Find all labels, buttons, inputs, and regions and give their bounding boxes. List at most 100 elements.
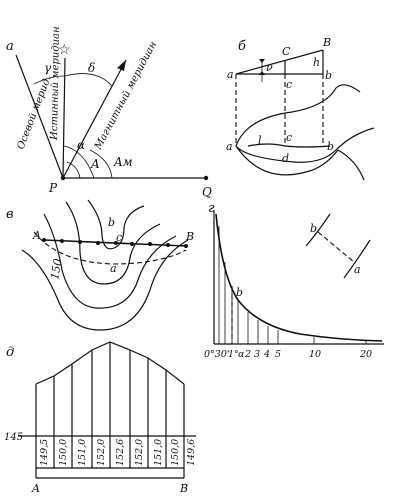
- point-p: [60, 175, 66, 181]
- g-tick-label: 3: [254, 349, 260, 360]
- delta-arc: [64, 73, 113, 87]
- contour-2: [43, 213, 177, 309]
- point-q: [203, 175, 209, 181]
- b-label-B: B: [322, 36, 331, 49]
- d-elevation-label: 152,0: [96, 439, 107, 466]
- azimuth-label: A: [90, 157, 100, 171]
- d-label-B: B: [179, 482, 188, 495]
- b-label-nu: ν: [266, 61, 273, 74]
- d-left-elevation: 145: [4, 432, 23, 443]
- b-label-a: a: [227, 68, 234, 81]
- d-elevation-label: 152,0: [134, 439, 145, 466]
- contour-3: [65, 201, 161, 285]
- gamma-label: γ: [44, 61, 52, 75]
- g-tick-label: 10: [309, 349, 321, 360]
- inset-dashed: [317, 231, 355, 263]
- contour-4: [87, 199, 145, 250]
- v-label-b: b: [108, 216, 115, 229]
- v-label-B: B: [185, 230, 194, 243]
- grid-meridian-line: [15, 54, 64, 179]
- d-label-A: A: [31, 482, 40, 495]
- contour-1: [21, 239, 189, 331]
- v-label-A: A: [32, 229, 41, 242]
- g-tick-label: 1°: [228, 349, 239, 360]
- d-elevation-label: 149,5: [39, 439, 50, 466]
- d-elevation-label: 150,0: [58, 439, 69, 466]
- g-inset-b: b: [310, 222, 317, 235]
- azimuth-arc: [66, 161, 81, 179]
- panel-v-label: в: [6, 207, 14, 222]
- magnetic-meridian-line: [62, 59, 127, 179]
- point-B: [184, 244, 188, 248]
- panel-g: г b 0°30' 1° α 2 3 4 5 10 20: [204, 201, 384, 360]
- panel-b-label: б: [238, 39, 246, 54]
- panel-v: в A B b c a 150: [6, 199, 194, 331]
- d-elevation-label: 150,0: [170, 439, 181, 466]
- panel-a-label: а: [6, 39, 14, 54]
- true-meridian-line: [62, 57, 66, 179]
- v-label-a: a: [110, 262, 117, 275]
- panel-a: а ☆ γ δ α A Aм P Q Осевой мерид. Истинны…: [6, 26, 212, 199]
- g-label-b: b: [236, 286, 243, 299]
- b-label-c: c: [286, 78, 292, 91]
- gamma-arc: [33, 75, 65, 85]
- alpha-arc: [63, 145, 95, 179]
- g-tick-label: 20: [359, 349, 372, 360]
- d-elevation-label: 152,6: [115, 439, 126, 466]
- panel-g-label: г: [208, 201, 215, 216]
- b-label-b: b: [325, 69, 332, 82]
- d-verticals: [35, 342, 185, 478]
- g-tick-label: 5: [275, 349, 281, 360]
- delta-label: δ: [88, 61, 95, 75]
- contour-mid: [235, 127, 375, 163]
- v-contour-label: 150: [48, 258, 64, 281]
- g-tick-label: 4: [263, 349, 270, 360]
- d-elevation-label: 149,6: [186, 439, 197, 466]
- contour-upper: [235, 84, 361, 147]
- b-label-d: d: [282, 152, 289, 165]
- b-label-h: h: [313, 56, 320, 69]
- star-icon: ☆: [58, 42, 71, 58]
- point-p-label: P: [48, 181, 58, 195]
- slope-line: [235, 49, 324, 75]
- g-tick-label: α: [238, 349, 245, 360]
- ab-point: [148, 242, 152, 246]
- inset-line-a: [343, 239, 371, 279]
- magnetic-azimuth-label: Aм: [113, 155, 133, 169]
- panel-d-label: д: [6, 345, 14, 360]
- d-elevation-label: 151,0: [77, 439, 88, 466]
- ab-points: [42, 238, 188, 248]
- ab-point: [166, 243, 170, 247]
- nu-arrow-down-icon: [259, 59, 265, 63]
- ab-point: [78, 240, 82, 244]
- contour-tail: [337, 149, 365, 181]
- line-ab: [247, 143, 331, 148]
- b-label-C: C: [282, 45, 291, 58]
- magnetic-meridian-label: Магнитный меридиан: [92, 40, 159, 152]
- point-q-label: Q: [202, 185, 212, 199]
- g-tick-label: 0°30': [204, 349, 230, 360]
- g-hyperbola: [215, 213, 383, 342]
- d-elevation-label: 151,0: [153, 439, 164, 466]
- g-tick-label: 2: [244, 349, 251, 360]
- nu-arrow-up-icon: [259, 71, 265, 75]
- ab-point: [114, 241, 118, 245]
- b-label-l: l: [258, 134, 262, 147]
- ab-point: [60, 239, 64, 243]
- ab-point: [96, 241, 100, 245]
- g-scale-lines: [218, 226, 367, 344]
- ab-point: [130, 242, 134, 246]
- alpha-label: α: [77, 138, 85, 152]
- panel-d: д 145 149,5 150,0 151,0 152,0 152,6 152,…: [4, 341, 197, 495]
- magnetic-arrow-icon: [117, 60, 126, 71]
- g-inset-a: a: [354, 263, 361, 276]
- contour-lower: [235, 145, 339, 176]
- panel-b: б a C B ν h b c a l c d b: [226, 36, 375, 181]
- b-label-a-low: a: [226, 140, 233, 153]
- inset-line-b: [305, 213, 331, 247]
- b-label-c-low: c: [286, 131, 292, 144]
- true-meridian-label: Истинный меридиан: [49, 26, 62, 141]
- magnetic-azimuth-arc: [89, 149, 113, 179]
- b-label-b-low: b: [327, 140, 334, 153]
